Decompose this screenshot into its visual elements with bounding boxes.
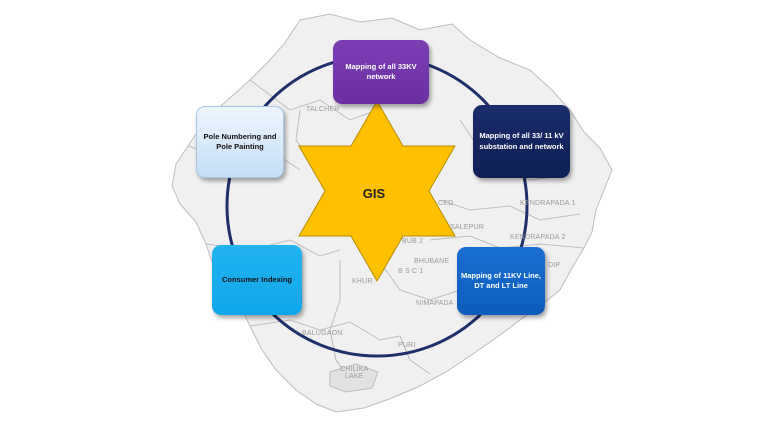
- map-label-puri: PURI: [398, 342, 416, 349]
- map-label-kendrapada-1: KENDRAPADA 1: [520, 200, 576, 207]
- map-label-chilika-lake: CHILIKA LAKE: [340, 366, 369, 380]
- box-33-11kv-substation: Mapping of all 33/ 11 kV substation and …: [473, 105, 570, 178]
- map-district-d: [439, 199, 581, 221]
- map-district-h: [329, 260, 351, 381]
- map-label-balugaon: BALUGAON: [302, 330, 343, 337]
- box-33-11kv-substation-text: Mapping of all 33/ 11 kV substation and …: [479, 131, 564, 151]
- map-label-bsc1: B S C 1: [398, 268, 424, 275]
- box-11kv-line-dt-lt: Mapping of 11KV Line, DT and LT Line: [457, 247, 545, 315]
- box-pole-numbering: Pole Numbering and Pole Painting: [196, 106, 284, 178]
- box-consumer-indexing: Consumer Indexing: [212, 245, 302, 315]
- map-district-i: [399, 335, 431, 375]
- box-consumer-indexing-text: Consumer Indexing: [221, 274, 292, 284]
- map-label-bub2: BUB 2: [402, 238, 424, 245]
- map-label-kendrapada-2: KENDRAPADA 2: [510, 234, 566, 241]
- map-label-salepur: SALEPUR: [450, 224, 485, 231]
- map-district-f: [379, 261, 461, 301]
- gis-center-label: GIS: [362, 186, 386, 201]
- box-33kv-network: Mapping of all 33KV network: [333, 40, 429, 104]
- map-label-nimapada: NIMAPADA: [416, 300, 454, 307]
- gis-star: [298, 100, 456, 282]
- map-label-khurda: KHUR: [352, 278, 373, 285]
- map-label-talcher: TALCHER: [306, 106, 340, 113]
- map-label-ced: CED: [438, 200, 454, 207]
- box-11kv-line-dt-lt-text: Mapping of 11KV Line, DT and LT Line: [461, 270, 542, 290]
- map-district-g: [249, 319, 401, 341]
- chilika-lake: [329, 363, 379, 393]
- box-pole-numbering-text: Pole Numbering and Pole Painting: [203, 131, 277, 151]
- box-33kv-network-text: Mapping of all 33KV network: [345, 61, 417, 81]
- map-label-bhubaneswar: BHUBANE: [414, 258, 450, 265]
- map-label-dip: DIP: [548, 262, 561, 269]
- map-district-a: [249, 79, 373, 121]
